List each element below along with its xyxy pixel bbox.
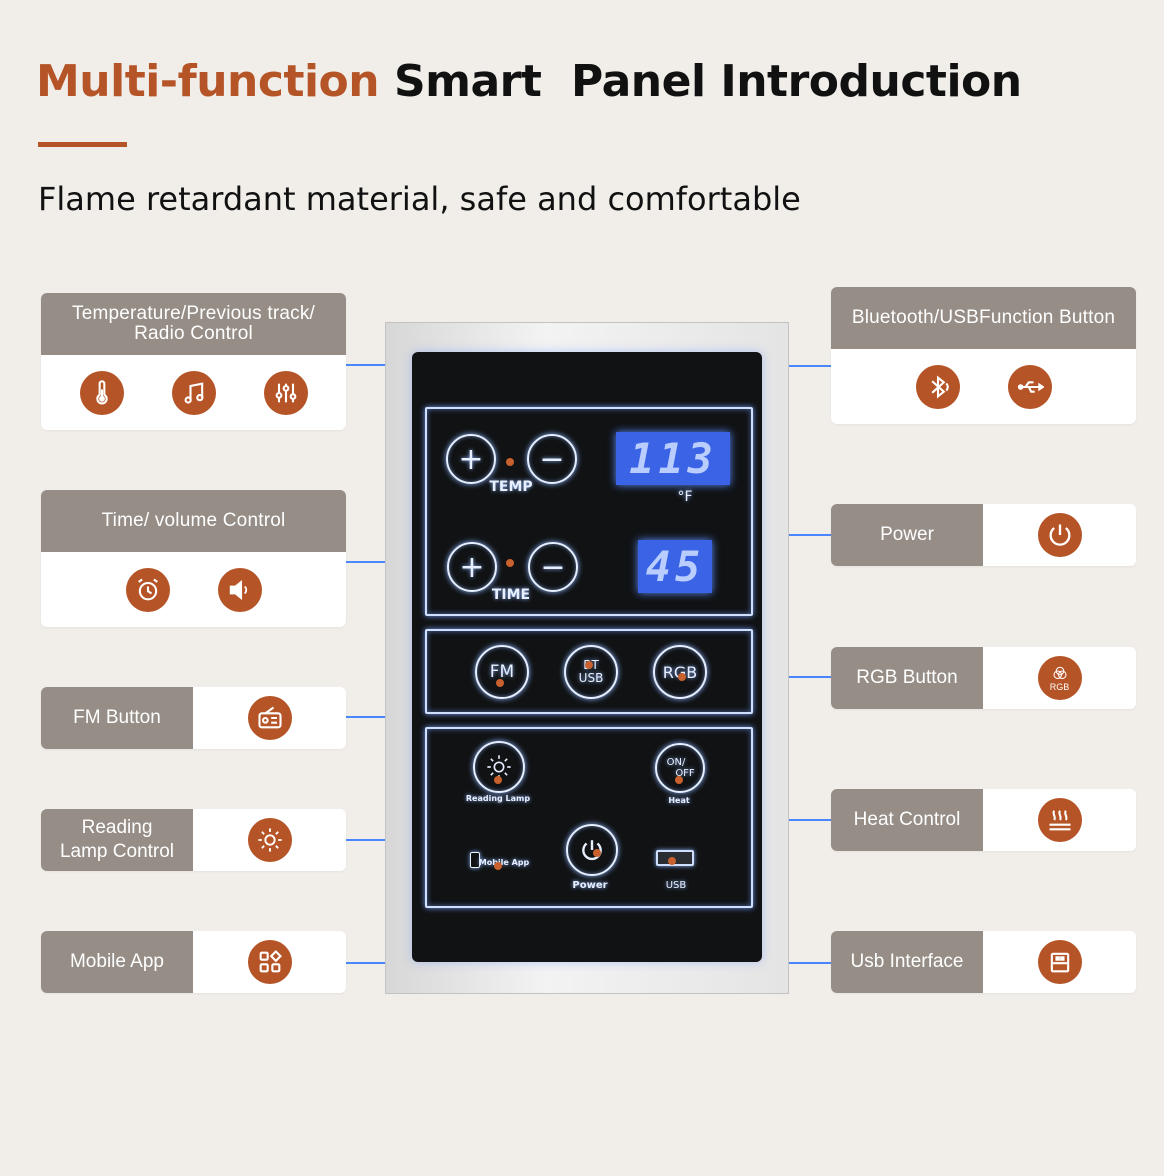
label-line2: Radio Control (134, 323, 253, 344)
dot-bt (585, 661, 593, 669)
card-fm: FM Button (41, 687, 346, 749)
rgb-button[interactable]: RGB (653, 645, 707, 699)
heat-onoff-button[interactable]: ON/ OFF (655, 743, 705, 793)
thermometer-icon (79, 370, 124, 415)
dot-temp (506, 458, 514, 466)
label-line1: Temperature/Previous track/ (72, 303, 315, 324)
card-heat: Heat Control (831, 789, 1136, 851)
bluetooth-icon (915, 364, 960, 409)
card-rgb-label: RGB Button (831, 647, 983, 709)
rgb-icon-text: RGB (1049, 681, 1070, 692)
title-rest: Smart Panel Introduction (393, 56, 1022, 107)
subtitle: Flame retardant material, safe and comfo… (38, 180, 801, 218)
card-usb-interface: Usb Interface (831, 931, 1136, 993)
alarm-clock-icon (125, 567, 170, 612)
dot-heat (675, 776, 683, 784)
time-plus-button[interactable]: + (447, 542, 497, 592)
reading-lamp-label: Reading Lamp (465, 794, 531, 803)
fm-button[interactable]: FM (475, 645, 529, 699)
temp-plus-button[interactable]: + (446, 434, 496, 484)
usb-port-icon (1037, 940, 1082, 984)
apps-icon (247, 940, 292, 984)
time-label: TIME (491, 587, 531, 603)
dot-reading (494, 776, 502, 784)
card-reading-lamp-label: Reading Lamp Control (41, 809, 193, 871)
zone-mode-buttons (425, 629, 753, 714)
rgb-button-label: RGB (662, 662, 698, 682)
mobile-app-label: Mobile App (478, 858, 530, 867)
power-icon (1037, 513, 1082, 557)
heat-icon (1037, 798, 1082, 842)
power-label: Power (572, 880, 608, 891)
card-power-label: Power (831, 504, 983, 566)
card-reading-lamp: Reading Lamp Control (41, 809, 346, 871)
zone-temp-time (425, 407, 753, 616)
power-button[interactable] (566, 824, 618, 876)
bt-usb-button[interactable]: BT USB (564, 645, 618, 699)
temp-minus-button[interactable]: − (527, 434, 577, 484)
time-minus-button[interactable]: − (528, 542, 578, 592)
dot-fm (496, 679, 504, 687)
time-display: 45 (638, 540, 712, 593)
rgb-icon: RGB (1037, 656, 1082, 700)
title-underline (38, 142, 127, 147)
sun-icon (247, 818, 292, 862)
card-mobile-app-label: Mobile App (41, 931, 193, 993)
temp-display: 113 (616, 432, 730, 485)
card-power: Power (831, 504, 1136, 566)
lamp-sun-icon (487, 755, 511, 779)
title-accent: Multi-function (36, 56, 380, 107)
mobile-phone-icon (470, 852, 480, 868)
equalizer-icon (263, 370, 308, 415)
label-line2: Lamp Control (59, 841, 175, 862)
dot-mobile (494, 862, 502, 870)
card-temperature-label: Temperature/Previous track/ Radio Contro… (41, 293, 346, 355)
card-heat-label: Heat Control (831, 789, 983, 851)
card-fm-label: FM Button (41, 687, 193, 749)
onoff-bottom: OFF (675, 768, 695, 779)
panel-power-icon (582, 840, 602, 861)
speaker-icon (217, 567, 262, 612)
card-bluetooth-usb-label: Bluetooth/USBFunction Button (831, 287, 1136, 349)
card-time-volume-label: Time/ volume Control (41, 490, 346, 552)
fm-button-label: FM (489, 662, 515, 682)
dot-power (593, 849, 601, 857)
music-note-icon (171, 370, 216, 415)
usb-port-label: USB (665, 880, 687, 891)
label-line1: Reading (81, 817, 153, 838)
card-usb-interface-label: Usb Interface (831, 931, 983, 993)
card-rgb: RGB Button RGB (831, 647, 1136, 709)
temp-unit: °F (677, 489, 693, 505)
card-mobile-app: Mobile App (41, 931, 346, 993)
radio-icon (247, 696, 292, 740)
usb-icon (1007, 364, 1052, 409)
card-temperature: Temperature/Previous track/ Radio Contro… (41, 293, 346, 430)
card-bluetooth-usb: Bluetooth/USBFunction Button (831, 287, 1136, 424)
card-time-volume: Time/ volume Control (41, 490, 346, 627)
dot-usb (668, 857, 676, 865)
zone-lamp-power (425, 727, 753, 908)
page-title: Multi-function Smart Panel Introduction (36, 56, 1022, 107)
usb-label: USB (578, 671, 604, 685)
dot-rgb (678, 673, 686, 681)
reading-lamp-button[interactable] (473, 741, 525, 793)
temp-label: TEMP (489, 479, 533, 495)
heat-label: Heat (668, 796, 690, 805)
dot-time (506, 559, 514, 567)
onoff-top: ON/ (666, 757, 686, 768)
